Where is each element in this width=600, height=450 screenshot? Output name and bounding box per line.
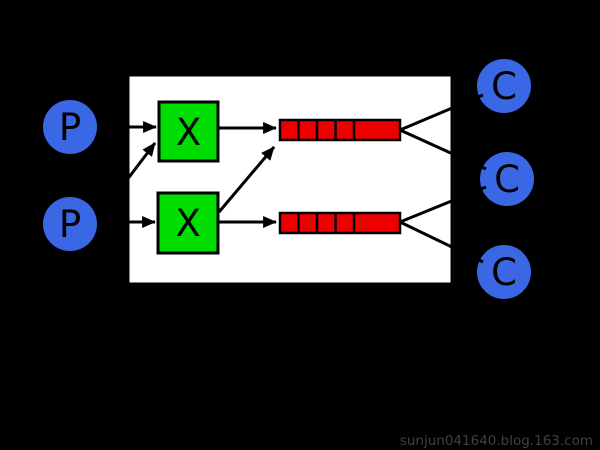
consumer-node-3 bbox=[477, 245, 531, 299]
consumer-1-label: C bbox=[491, 65, 517, 108]
queue-node-1 bbox=[278, 118, 402, 142]
edge-queue1-c2 bbox=[399, 128, 487, 171]
exchange-2-label: X bbox=[175, 202, 200, 245]
queue-node-2 bbox=[278, 211, 402, 235]
consumer-node-1 bbox=[477, 59, 531, 113]
producer-2-label: P bbox=[59, 203, 81, 246]
queue2-segment-dividers bbox=[297, 213, 356, 233]
edge-x2-queue1 bbox=[217, 146, 276, 213]
consumer-2-label: C bbox=[494, 158, 520, 201]
edge-queue2-c3 bbox=[399, 220, 484, 264]
edges bbox=[96, 93, 487, 264]
producer-node-1 bbox=[43, 100, 97, 154]
consumer-node-2 bbox=[480, 152, 534, 206]
exchange-node-1 bbox=[157, 100, 220, 163]
producer-1-label: P bbox=[59, 106, 81, 149]
exchange-1-label: X bbox=[176, 111, 201, 154]
exchange-node-2 bbox=[156, 191, 220, 255]
producer-node-2 bbox=[43, 197, 97, 251]
watermark: sunjun041640.blog.163.com bbox=[400, 433, 593, 449]
edge-p2-x1 bbox=[96, 142, 157, 219]
queue1-segment-dividers bbox=[297, 120, 356, 140]
edge-queue2-c2 bbox=[399, 185, 487, 224]
consumer-3-label: C bbox=[491, 251, 517, 294]
edge-queue1-c1 bbox=[399, 93, 484, 132]
